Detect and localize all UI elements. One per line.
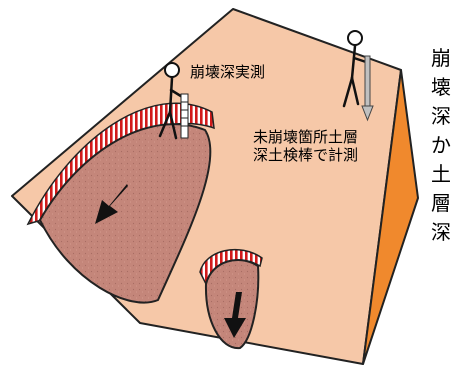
side-title-char: 土	[431, 162, 451, 186]
side-title-char: 崩	[431, 46, 451, 70]
label-unfailed-line-2: 深土検棒で計測	[253, 146, 359, 164]
side-title-char: か	[431, 133, 451, 157]
side-title-char: 深	[431, 220, 451, 244]
label-unfailed-probe: 未崩壊箇所土層 深土検棒で計測	[253, 128, 358, 164]
flow-arrow-small	[224, 292, 246, 338]
label-unfailed-line-1: 未崩壊箇所土層	[253, 128, 359, 146]
side-title-char: 深	[431, 104, 451, 128]
side-title-char: 層	[431, 191, 451, 215]
flow-arrow-large	[95, 184, 128, 224]
label-measured-depth: 崩壊深実測	[190, 63, 266, 81]
person-measuring-scar	[158, 62, 186, 140]
landslide-scar-large	[26, 102, 215, 304]
person-with-probe	[342, 30, 368, 108]
side-title-vertical: 崩 壊 深 か 土 層 深	[429, 44, 453, 247]
landslide-scar-small	[199, 248, 263, 350]
measuring-scale	[180, 93, 189, 139]
side-title-char: 壊	[431, 75, 451, 99]
slope-side-face	[362, 69, 419, 365]
soil-probe-rod	[361, 55, 374, 122]
